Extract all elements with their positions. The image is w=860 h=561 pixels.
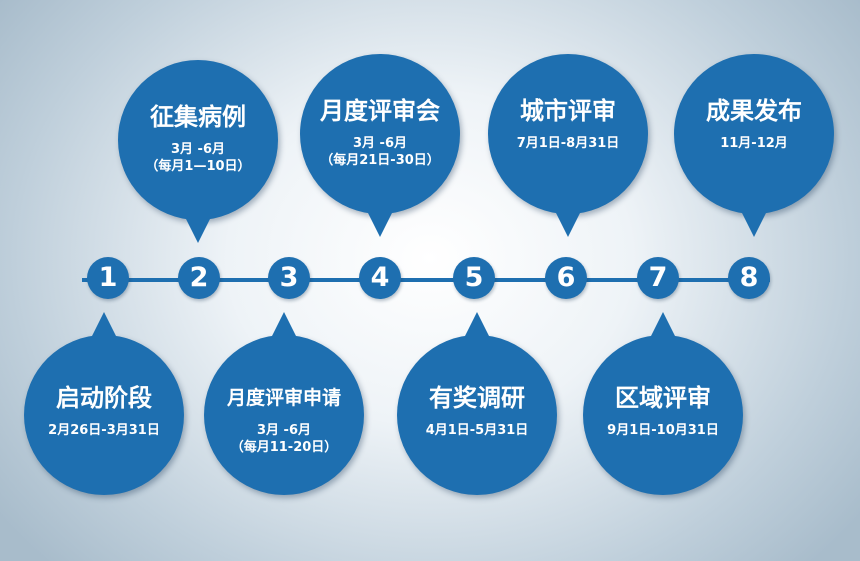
stage-detail: （每月11-20日） — [230, 440, 338, 455]
stage-title: 启动阶段 — [56, 384, 152, 412]
stage-bubble-kickoff: 启动阶段 2月26日-3月31日 — [24, 312, 184, 495]
timeline-node-2: 2 — [178, 257, 220, 299]
timeline-node-6: 6 — [545, 257, 587, 299]
stage-dates: 9月1日-10月31日 — [607, 423, 719, 438]
stage-bubble-results-release: 成果发布 11月-12月 — [674, 54, 834, 237]
stage-detail: （每月21日-30日） — [320, 153, 440, 168]
timeline-node-8: 8 — [728, 257, 770, 299]
stage-title: 成果发布 — [706, 97, 802, 125]
stage-title: 征集病例 — [150, 103, 246, 131]
stage-bubble-monthly-review-meeting: 月度评审会 3月 -6月 （每月21日-30日） — [300, 54, 460, 237]
stage-dates: 7月1日-8月31日 — [516, 136, 620, 151]
timeline-node-3: 3 — [268, 257, 310, 299]
stage-dates: 3月 -6月 — [170, 142, 225, 157]
stage-dates: 11月-12月 — [720, 136, 788, 151]
timeline-node-4: 4 — [359, 257, 401, 299]
stage-dates: 2月26日-3月31日 — [48, 423, 160, 438]
timeline-node-7: 7 — [637, 257, 679, 299]
stage-dates: 3月 -6月 — [256, 423, 311, 438]
stage-title: 区域评审 — [615, 384, 711, 412]
stage-dates: 3月 -6月 — [352, 136, 407, 151]
timeline-node-5: 5 — [453, 257, 495, 299]
stage-title: 月度评审申请 — [226, 387, 341, 409]
stage-bubble-survey: 有奖调研 4月1日-5月31日 — [397, 312, 557, 495]
stage-bubble-collect-cases: 征集病例 3月 -6月 （每月1—10日） — [118, 60, 278, 243]
stage-bubble-regional-review: 区域评审 9月1日-10月31日 — [583, 312, 743, 495]
stage-dates: 4月1日-5月31日 — [425, 423, 529, 438]
stage-title: 城市评审 — [520, 97, 616, 125]
stage-bubble-city-review: 城市评审 7月1日-8月31日 — [488, 54, 648, 237]
stage-bubble-monthly-review-application: 月度评审申请 3月 -6月 （每月11-20日） — [204, 312, 364, 495]
stage-title: 月度评审会 — [320, 97, 440, 125]
stage-title: 有奖调研 — [429, 384, 525, 412]
stage-detail: （每月1—10日） — [145, 159, 251, 174]
timeline-node-1: 1 — [87, 257, 129, 299]
